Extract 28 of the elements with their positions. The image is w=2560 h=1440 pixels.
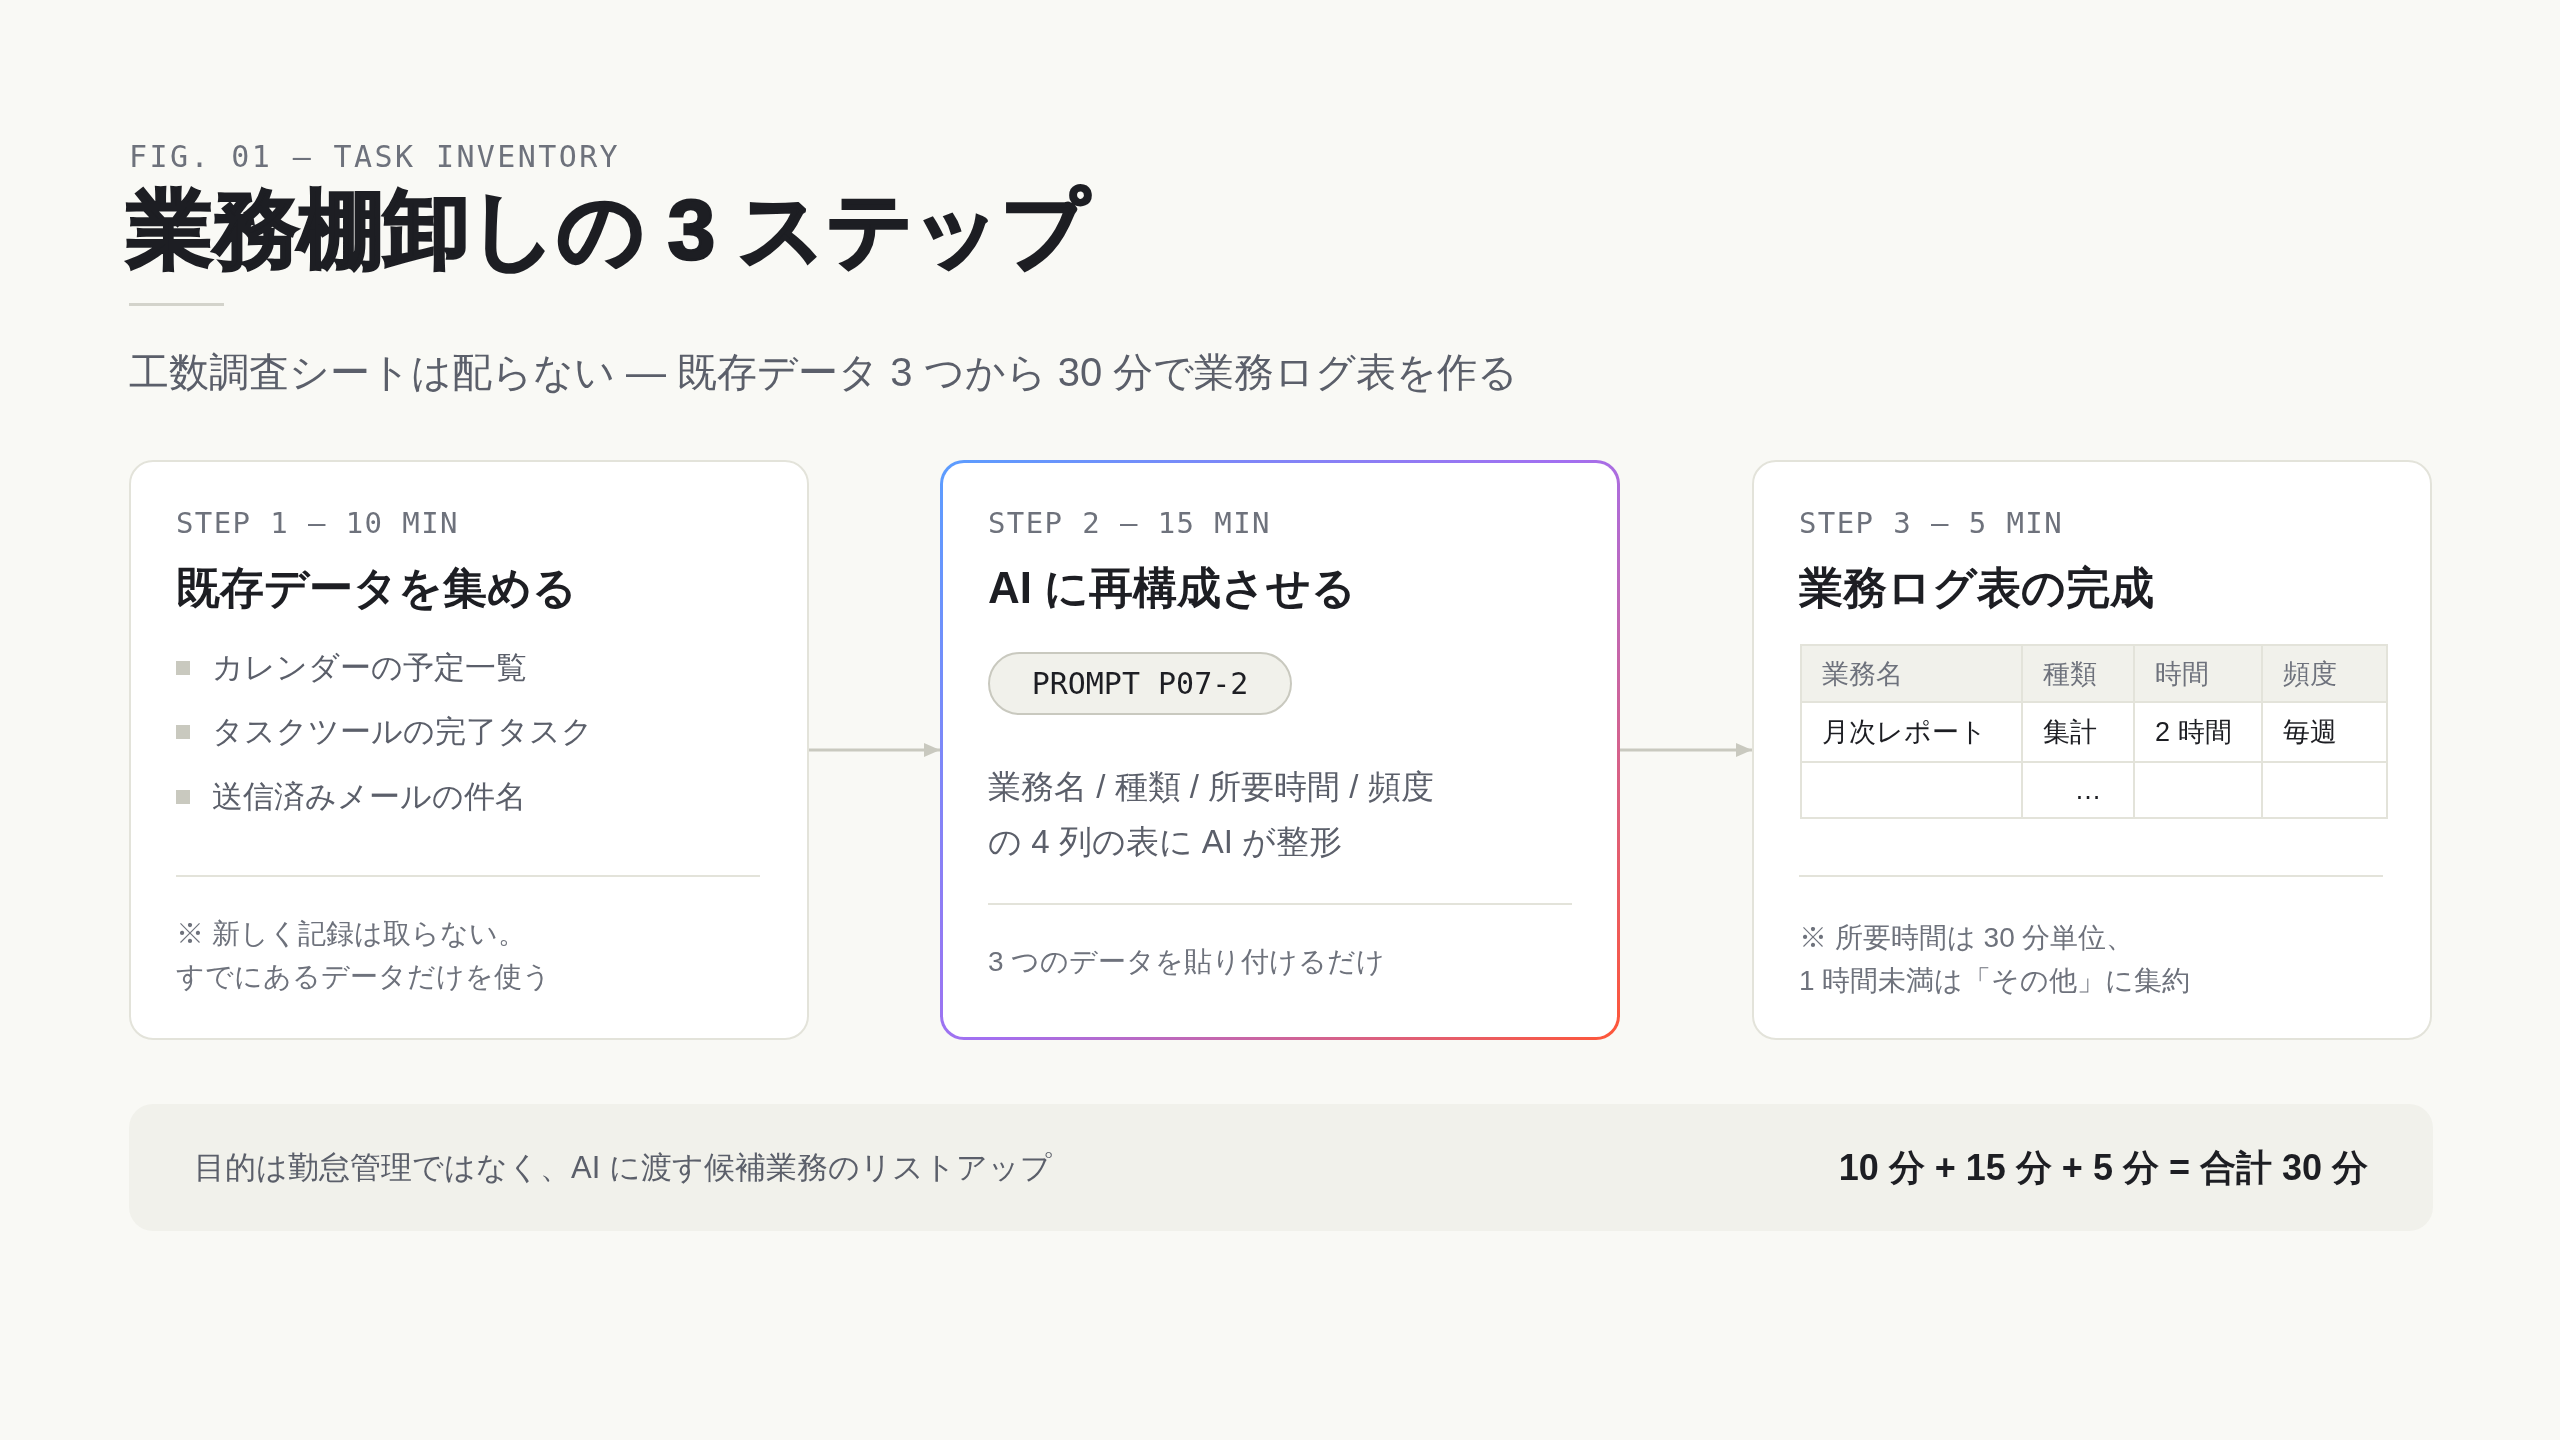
header-cell: 頻度 bbox=[2261, 644, 2388, 703]
step-card bbox=[940, 460, 1620, 1040]
note-text: ※ 新しく記録は取らない。すでにあるデータだけを使う bbox=[176, 917, 552, 994]
arrow bbox=[809, 743, 940, 757]
list-item: タスクツールの完了タスク bbox=[212, 713, 593, 751]
total-text: 10 分 + 15 分 + 5 分 = 合計 30 分 bbox=[1838, 1146, 2368, 1190]
header-cell: 業務名 bbox=[1800, 644, 2023, 703]
summary-text: 目的は勤怠管理ではなく、AI に渡す候補業務のリストアップ bbox=[194, 1149, 1052, 1187]
subtitle: 工数調査シートは配らない — 既存データ 3 つから 30 分で業務ログ表を作る bbox=[129, 349, 1519, 396]
arrow bbox=[1620, 743, 1752, 757]
body-text: 業務名 / 種類 / 所要時間 / 頻度の 4 列の表に AI が整形 bbox=[988, 767, 1435, 862]
note-text: 3 つのデータを貼り付けるだけ bbox=[988, 945, 1387, 979]
step-card bbox=[129, 460, 809, 1040]
list-item: 送信済みメールの件名 bbox=[212, 778, 526, 816]
card-heading: 業務ログ表の完成 bbox=[1799, 562, 2154, 614]
card-heading: 既存データを集める bbox=[176, 562, 577, 614]
step-label: STEP 2 — 15 MIN bbox=[988, 505, 1271, 541]
header-cell: 種類 bbox=[2021, 644, 2135, 703]
header-cell: 時間 bbox=[2133, 644, 2263, 703]
note-text: ※ 所要時間は 30 分単位、1 時間未満は「その他」に集約 bbox=[1799, 921, 2192, 998]
title: 業務棚卸しの 3 ステップ bbox=[127, 186, 1089, 272]
prompt-tag: PROMPT P07-2 bbox=[988, 652, 1292, 715]
figure-label: FIG. 01 — TASK INVENTORY bbox=[129, 139, 621, 175]
card-heading: AI に再構成させる bbox=[988, 562, 1357, 614]
step-label: STEP 1 — 10 MIN bbox=[176, 505, 459, 541]
list-item: カレンダーの予定一覧 bbox=[212, 649, 527, 687]
step-label: STEP 3 — 5 MIN bbox=[1799, 505, 2064, 541]
step-card bbox=[1752, 460, 2432, 1040]
